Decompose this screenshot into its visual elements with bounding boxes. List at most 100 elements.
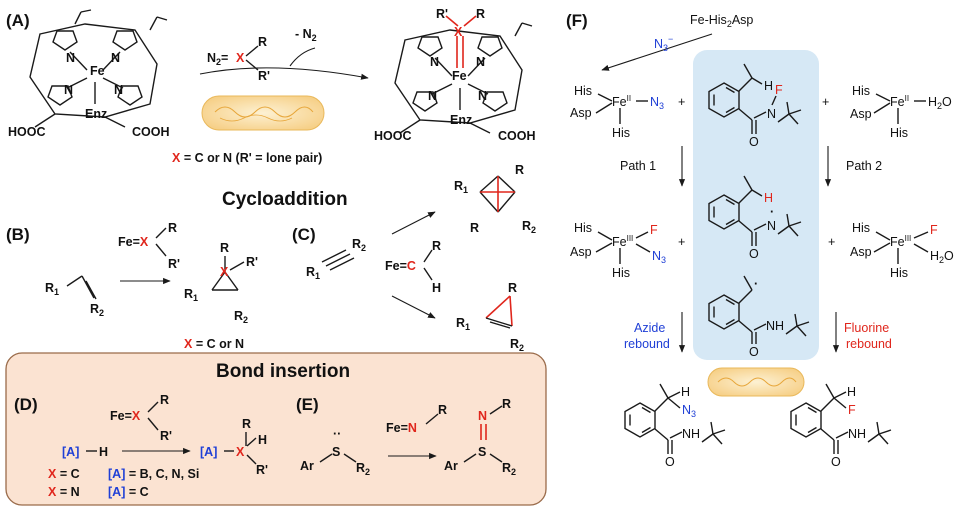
prod1-nh: NH [682,427,700,441]
plus-3: + [678,235,685,249]
panel-c-arrow-up [391,211,436,235]
fluorine-product: H F O NH [790,383,892,469]
panel-e-product-r: R [502,397,511,411]
metal-fe-left: Fe [90,64,105,78]
bond-insertion-box: Bond insertion (D) Fe=X R R' [A] H [A] X… [5,352,547,506]
sub1-f: F [775,83,783,97]
enzyme-azide-arrow [601,33,713,71]
path2-label: Path 2 [846,159,882,173]
bacterium-icon [201,95,325,131]
enz-right: Enz [450,113,472,127]
cpe-r2: R2 [510,337,524,353]
azide-rebound-label-1: Azide [634,321,665,335]
pyrrole-n-right-4: N [478,89,487,103]
his-1: His [574,84,592,98]
panel-a-reaction-arrow [199,67,369,80]
panel-b-product-r2: R2 [234,309,248,325]
panel-e-product-ar: Ar [444,459,458,473]
bcb-r-bottom: R [470,221,479,235]
his-7: His [852,221,870,235]
panel-e-product-r2: R2 [502,461,516,477]
panel-b-r-prime: R' [168,257,180,271]
prod2-f: F [848,403,856,417]
panel-c: (C) R1 R2 Fe=C R H R R1 R R2 R R1 R2 [292,163,536,353]
panel-a-condition: X = C or N (R' = lone pair) [172,151,322,165]
panel-d-row1: X = C [48,467,80,481]
panel-f: (F) Fe-His2Asp N3− His Asp His FeII N3 +… [566,11,954,469]
fe3-f-right: F [930,223,938,237]
diazo-reagent: N2= X R R' [207,35,270,83]
sub2-o: O [749,247,759,261]
panel-d-a: [A] [62,445,79,459]
sub2-n: N [767,219,776,233]
alkene-r2: R2 [90,302,104,318]
panel-b-product-r-prime: R' [246,255,258,269]
cooh-left: COOH [132,125,170,139]
fe3-azide-fluoride-complex: His Asp His FeIII F N3 + [570,221,685,280]
asp-4: Asp [850,245,872,259]
enzyme-label: Fe-His2Asp [690,13,753,29]
his-8: His [890,266,908,280]
h2o-2: H2O [930,249,954,265]
panel-e-lone-pair: ·· [333,427,341,441]
cpe-r: R [508,281,517,295]
alkyne-r1: R1 [306,265,320,281]
azide-product: H N3 O NH [624,383,726,469]
panel-d-r-prime: R' [160,429,172,443]
fluorine-rebound-label-1: Fluorine [844,321,889,335]
panel-d-product-h: H [258,433,267,447]
panel-f-label: (F) [566,11,588,30]
prod1-o: O [665,455,675,469]
n2-loss-arrow [289,47,316,67]
pyrrole-n-left-3: N [64,83,73,97]
panel-b-fe: Fe=X [118,235,149,249]
panel-c-fe: Fe=C [385,259,416,273]
n2-release: - N2 [295,27,317,43]
amidyl-radical-intermediate: H O N · [708,175,802,261]
asp-3: Asp [570,245,592,259]
panel-d-row2-a: [A] = C [108,485,149,499]
pyrrole-n-left-2: N [111,51,120,65]
fe3-label-right: FeIII [890,234,911,249]
asp-2: Asp [850,107,872,121]
his-4: His [890,126,908,140]
panel-d-product-r: R [242,417,251,431]
panel-e-r2: R2 [356,461,370,477]
panel-b-label: (B) [6,225,30,244]
panel-d-r: R [160,393,169,407]
sub1-o: O [749,135,759,149]
plus-1: + [678,95,685,109]
panel-e-r: R [438,403,447,417]
panel-e-product-n: N [478,409,487,423]
panel-e-s: S [332,445,340,459]
cooh-right: COOH [498,129,536,143]
metal-fe-right: Fe [452,69,467,83]
panel-e-ar: Ar [300,459,314,473]
bacterium-icon-f [707,367,805,397]
panel-d-label: (D) [14,395,38,414]
enz-left: Enz [85,107,107,121]
panel-d-row1-a: [A] = B, C, N, Si [108,467,199,481]
fe2-label: FeII [612,94,631,109]
pyrrole-n-right-2: N [476,55,485,69]
fe3-label: FeIII [612,234,633,249]
cpe-r1: R1 [456,316,470,332]
sub3-nh: NH [766,319,784,333]
his-2: His [612,126,630,140]
h2o-1: H2O [928,95,952,111]
panel-d-h: H [99,445,108,459]
hooc-left: HOOC [8,125,46,139]
plus-2: + [822,95,829,109]
panel-e-label: (E) [296,395,319,414]
carbon-radical-intermediate: · O NH [708,275,810,359]
panel-e-product-s: S [478,445,486,459]
r-prime-right: R' [436,7,448,21]
azide-label: N3− [654,34,673,53]
panel-d-fe: Fe=X [110,409,141,423]
pyrrole-n-left-1: N [66,51,75,65]
reagent-n2: N2= [207,51,228,67]
sub1-n: N [767,107,776,121]
sub3-radical: · [754,277,758,291]
panel-b-product-x: X [220,265,229,279]
